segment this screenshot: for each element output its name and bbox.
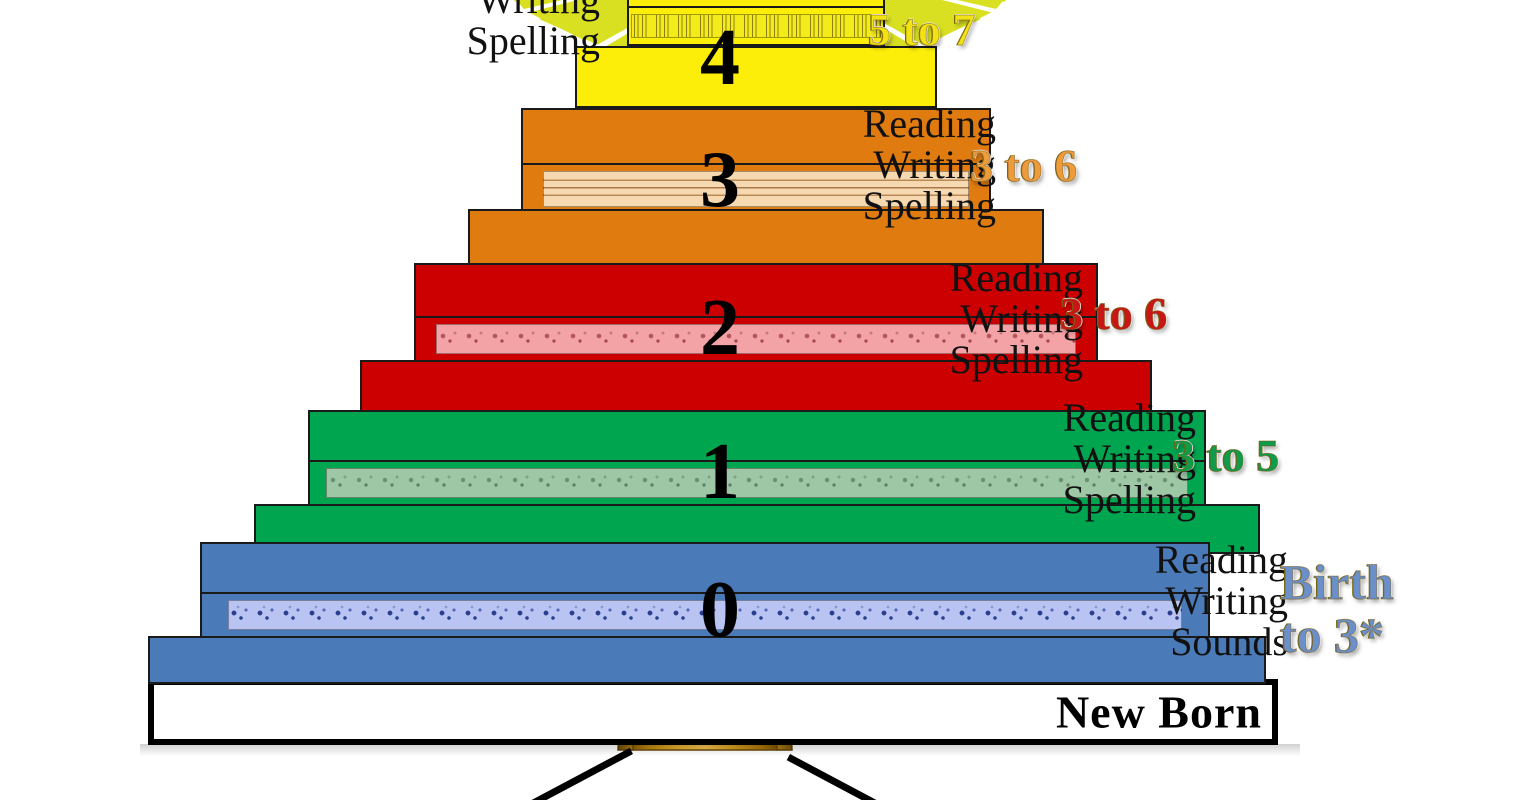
age-label-line: to 3*	[1280, 606, 1385, 663]
age-label-line: 5 to 7	[867, 4, 976, 55]
skill-label: Spelling	[862, 182, 996, 228]
age-label-line: 3 to 6	[1059, 288, 1168, 339]
skill-label: Spelling	[466, 17, 600, 63]
new-born-bar: New Born	[148, 679, 1278, 745]
skill-label: Reading	[949, 255, 1083, 300]
age-label-level-4: 5 to 7	[867, 4, 976, 55]
skill-label: Reading	[1062, 395, 1196, 440]
age-label-line: 3 to 5	[1171, 430, 1280, 481]
skill-label: Sounds	[1170, 618, 1288, 664]
age-label-line: Birth	[1280, 554, 1395, 610]
level-number-2: 2	[700, 284, 740, 372]
skill-label: Writing	[1073, 435, 1196, 481]
skill-label: Reading	[1154, 537, 1288, 582]
skill-label: Reading	[862, 101, 996, 146]
skill-label: Writing	[960, 295, 1083, 341]
age-label-level-1: 3 to 5	[1171, 430, 1280, 481]
level-number-1: 1	[700, 428, 740, 516]
skill-label: Spelling	[949, 336, 1083, 382]
age-label-level-3: 3 to 6	[969, 140, 1078, 191]
base-leg-right	[786, 754, 967, 800]
level-number-3: 3	[700, 136, 740, 224]
skill-label: Writing	[873, 141, 996, 187]
skill-label: Spelling	[1062, 476, 1196, 522]
level-number-0: 0	[700, 566, 740, 654]
age-label-line: 3 to 6	[969, 140, 1078, 191]
level-number-4: 4	[700, 14, 740, 102]
age-label-level-2: 3 to 6	[1059, 288, 1168, 339]
base-shadow	[140, 744, 1300, 756]
skill-label: Writing	[1165, 577, 1288, 623]
new-born-label: New Born	[1055, 686, 1262, 738]
